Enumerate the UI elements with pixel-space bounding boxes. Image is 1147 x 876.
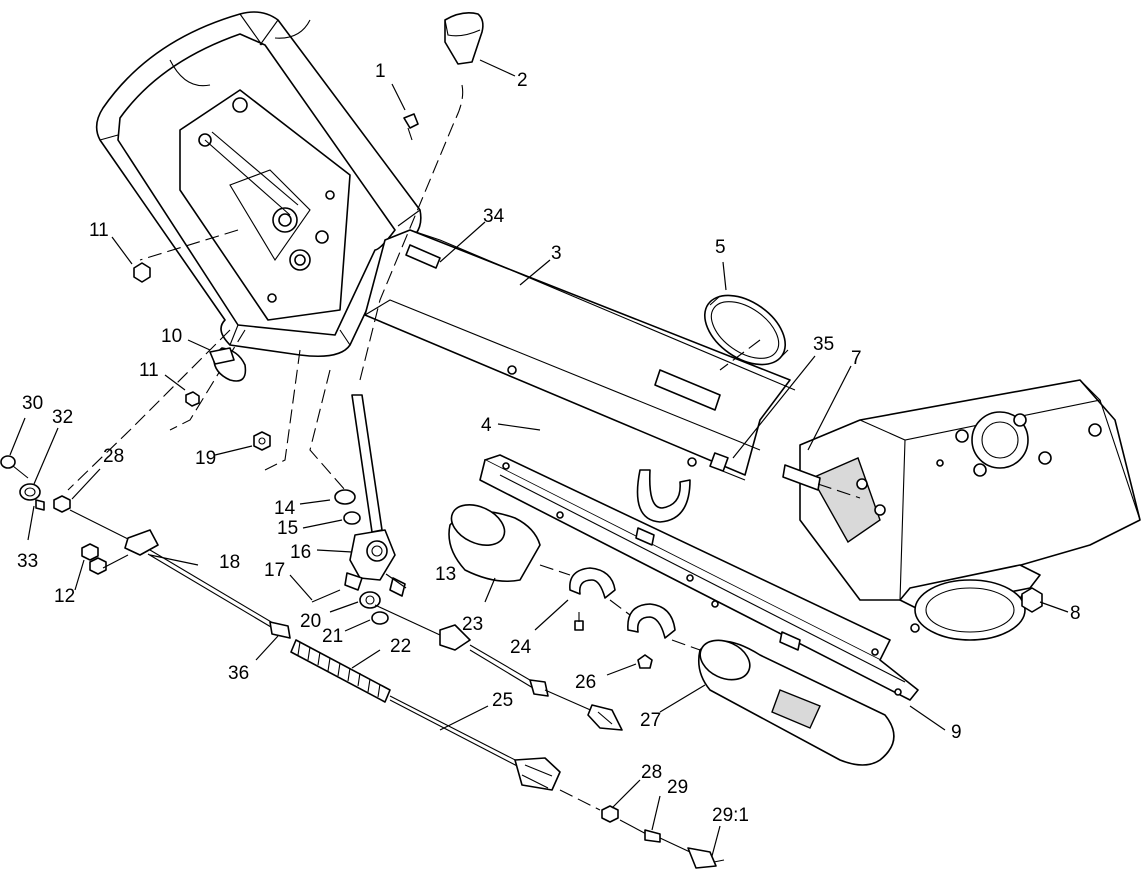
callout-28-lower: 28 <box>641 762 662 783</box>
callout-4: 4 <box>481 415 492 436</box>
shift-knob <box>444 12 484 65</box>
callout-25: 25 <box>492 690 513 711</box>
cap <box>703 294 789 366</box>
callout-8: 8 <box>1070 603 1081 624</box>
callout-22: 22 <box>390 636 411 657</box>
callout-28-upper: 28 <box>103 446 124 467</box>
callout-5: 5 <box>715 237 726 258</box>
callout-26: 26 <box>575 672 596 693</box>
leader-lines <box>9 59 1069 857</box>
middle-cable <box>359 591 623 731</box>
callout-10: 10 <box>161 326 182 347</box>
shift-linkage <box>311 394 406 603</box>
chute-housing <box>799 379 1141 641</box>
main-tube <box>364 229 796 523</box>
sleeve-23 <box>448 504 541 583</box>
callout-33: 33 <box>17 551 38 572</box>
callout-24: 24 <box>510 637 532 658</box>
callout-14: 14 <box>274 498 296 519</box>
bracket-rail <box>479 454 919 701</box>
callout-21: 21 <box>322 626 343 647</box>
callout-36: 36 <box>228 663 249 684</box>
callout-3: 3 <box>551 243 562 264</box>
callout-20: 20 <box>300 611 321 632</box>
callout-35: 35 <box>813 334 834 355</box>
callout-15: 15 <box>277 518 298 539</box>
callout-19: 19 <box>195 448 216 469</box>
left-cable-assembly <box>0 455 291 639</box>
callout-29-1: 29:1 <box>712 805 749 826</box>
callout-11-upper: 11 <box>89 220 109 241</box>
clamps-24 <box>569 567 676 639</box>
callout-9: 9 <box>951 722 962 743</box>
handle-frame <box>95 11 422 358</box>
callout-17: 17 <box>264 560 285 581</box>
callout-27: 27 <box>640 710 661 731</box>
rod-end <box>601 805 725 869</box>
sleeve-27 <box>697 639 895 766</box>
callout-11-lower: 11 <box>139 360 159 381</box>
callout-34: 34 <box>483 206 505 227</box>
callout-18: 18 <box>219 552 240 573</box>
spring-cable <box>290 639 601 811</box>
callout-30: 30 <box>22 393 43 414</box>
callout-2: 2 <box>517 70 528 91</box>
callout-16: 16 <box>290 542 311 563</box>
callout-29: 29 <box>667 777 688 798</box>
callout-13: 13 <box>435 564 456 585</box>
callout-32: 32 <box>52 407 73 428</box>
callout-23: 23 <box>462 614 483 635</box>
callout-labels: 1 2 3 4 5 7 8 9 10 11 11 12 13 14 15 16 … <box>17 61 1081 826</box>
callout-7: 7 <box>851 348 862 369</box>
callout-12: 12 <box>54 586 75 607</box>
callout-1: 1 <box>375 61 386 82</box>
